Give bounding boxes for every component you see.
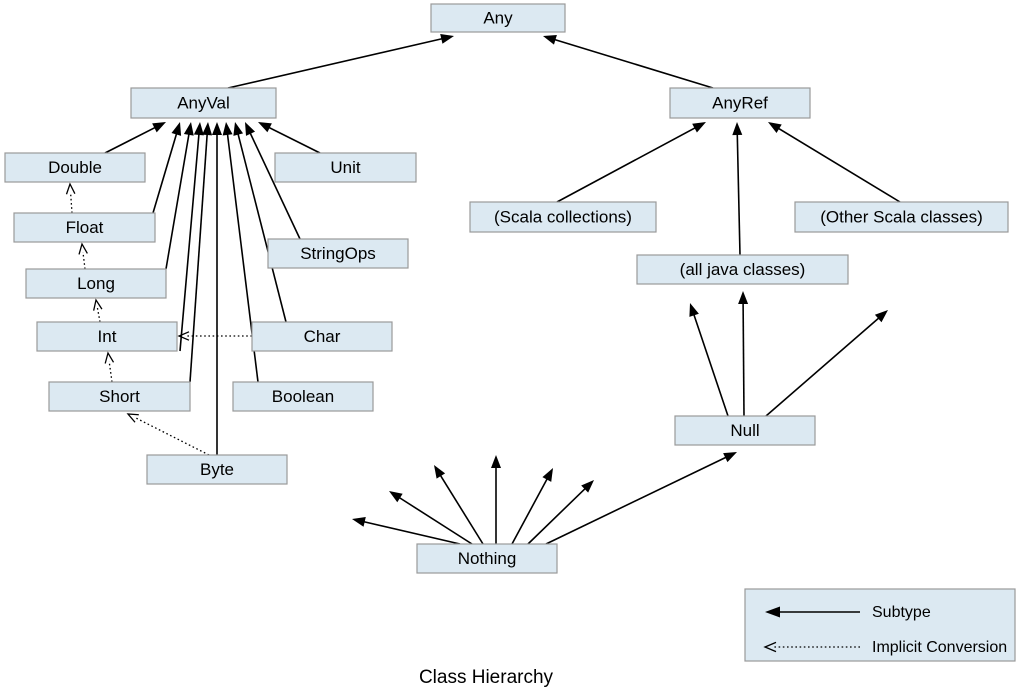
edge-subtype-short-to-anyval [189, 122, 213, 383]
edge-subtype-unit-to-anyval [258, 122, 321, 154]
node-float[interactable]: Float [13, 212, 156, 243]
edge-subtype-long-to-anyval [165, 122, 194, 270]
node-box-javaclasses[interactable] [636, 254, 849, 285]
edge-subtype-otherscala-to-anyref [768, 122, 901, 203]
edge-subtype-scalacoll-to-anyref [556, 122, 706, 203]
node-box-long[interactable] [25, 268, 167, 299]
legend-item-subtype: Subtype [765, 604, 931, 621]
edge-subtype-nothing-to-fan-2 [389, 491, 473, 545]
edge-implicit-float-to-double [65, 182, 76, 214]
node-anyref[interactable]: AnyRef [669, 87, 811, 119]
node-label-otherscala: (Other Scala classes) [820, 207, 983, 226]
node-int[interactable]: Int [36, 321, 178, 352]
edges-layer [65, 34, 901, 545]
node-any[interactable]: Any [430, 3, 566, 33]
node-label-null: Null [730, 421, 759, 440]
node-label-javaclasses: (all java classes) [680, 260, 806, 279]
edge-subtype-nothing-to-fan-3 [434, 465, 484, 545]
legend-label-subtype: Subtype [872, 604, 931, 621]
edge-subtype-null-to-javaclasses [738, 291, 749, 417]
node-box-boolean[interactable] [232, 381, 374, 412]
node-javaclasses[interactable]: (all java classes) [636, 254, 849, 285]
node-label-any: Any [483, 8, 513, 27]
node-label-short: Short [99, 387, 140, 406]
edge-subtype-nothing-to-fan-6 [527, 480, 594, 545]
node-box-float[interactable] [13, 212, 156, 243]
node-label-nothing: Nothing [458, 549, 517, 568]
edge-subtype-char-to-anyval [233, 122, 287, 323]
edge-subtype-nothing-to-fan-5 [511, 468, 553, 545]
node-box-scalacoll[interactable] [469, 201, 657, 233]
node-label-scalacoll: (Scala collections) [494, 207, 632, 226]
node-double[interactable]: Double [4, 152, 146, 183]
node-label-byte: Byte [200, 460, 234, 479]
node-label-char: Char [304, 327, 341, 346]
edge-subtype-stringops-to-anyval [245, 122, 301, 240]
node-box-int[interactable] [36, 321, 178, 352]
node-label-double: Double [48, 158, 102, 177]
node-box-char[interactable] [251, 321, 393, 352]
node-box-otherscala[interactable] [794, 201, 1009, 233]
node-label-unit: Unit [330, 158, 361, 177]
node-box-nothing[interactable] [416, 543, 558, 574]
node-box-null[interactable] [674, 415, 816, 446]
edge-subtype-nothing-to-fan-1 [352, 517, 461, 545]
edge-subtype-nothing-to-fan-4 [491, 455, 501, 544]
edge-subtype-int-to-anyval [179, 122, 204, 352]
node-otherscala[interactable]: (Other Scala classes) [794, 201, 1009, 233]
edge-implicit-short-to-int [104, 351, 115, 383]
node-box-stringops[interactable] [267, 238, 409, 269]
edge-subtype-byte-to-anyval [212, 122, 222, 455]
node-box-any[interactable] [430, 3, 566, 33]
node-null[interactable]: Null [674, 415, 816, 446]
edge-subtype-javaclasses-to-anyref [732, 122, 743, 256]
diagram-caption: Class Hierarchy [419, 667, 554, 688]
node-label-long: Long [77, 274, 115, 293]
node-stringops[interactable]: StringOps [267, 238, 409, 269]
node-label-boolean: Boolean [272, 387, 334, 406]
legend-label-implicit: Implicit Conversion [872, 639, 1007, 656]
node-box-double[interactable] [4, 152, 146, 183]
node-label-anyval: AnyVal [177, 93, 230, 112]
edge-subtype-double-to-anyval [104, 122, 166, 154]
node-label-stringops: StringOps [300, 244, 376, 263]
edge-implicit-char-to-int [177, 331, 252, 341]
node-box-short[interactable] [48, 381, 191, 412]
edge-subtype-anyref-to-any [543, 35, 714, 89]
legend-box [744, 588, 1016, 662]
edge-subtype-anyval-to-any [227, 34, 454, 89]
node-short[interactable]: Short [48, 381, 191, 412]
edge-subtype-null-to-anyref [689, 303, 729, 417]
edge-implicit-long-to-float [78, 242, 88, 270]
node-label-int: Int [98, 327, 117, 346]
edge-subtype-null-to-otherscala [765, 310, 888, 417]
edge-implicit-int-to-long [93, 298, 103, 323]
node-anyval[interactable]: AnyVal [130, 87, 277, 119]
node-label-anyref: AnyRef [712, 93, 768, 112]
node-box-byte[interactable] [146, 454, 288, 485]
node-box-anyref[interactable] [669, 87, 811, 119]
node-scalacoll[interactable]: (Scala collections) [469, 201, 657, 233]
node-unit[interactable]: Unit [274, 152, 417, 183]
node-long[interactable]: Long [25, 268, 167, 299]
node-byte[interactable]: Byte [146, 454, 288, 485]
node-nothing[interactable]: Nothing [416, 543, 558, 574]
node-label-float: Float [66, 218, 104, 237]
node-char[interactable]: Char [251, 321, 393, 352]
legend-item-implicit: Implicit Conversion [763, 639, 1007, 656]
edge-subtype-float-to-anyval [152, 122, 182, 214]
edge-implicit-byte-to-short [126, 413, 210, 456]
node-box-anyval[interactable] [130, 87, 277, 119]
node-boolean[interactable]: Boolean [232, 381, 374, 412]
edge-subtype-nothing-to-null [545, 452, 737, 545]
node-box-unit[interactable] [274, 152, 417, 183]
